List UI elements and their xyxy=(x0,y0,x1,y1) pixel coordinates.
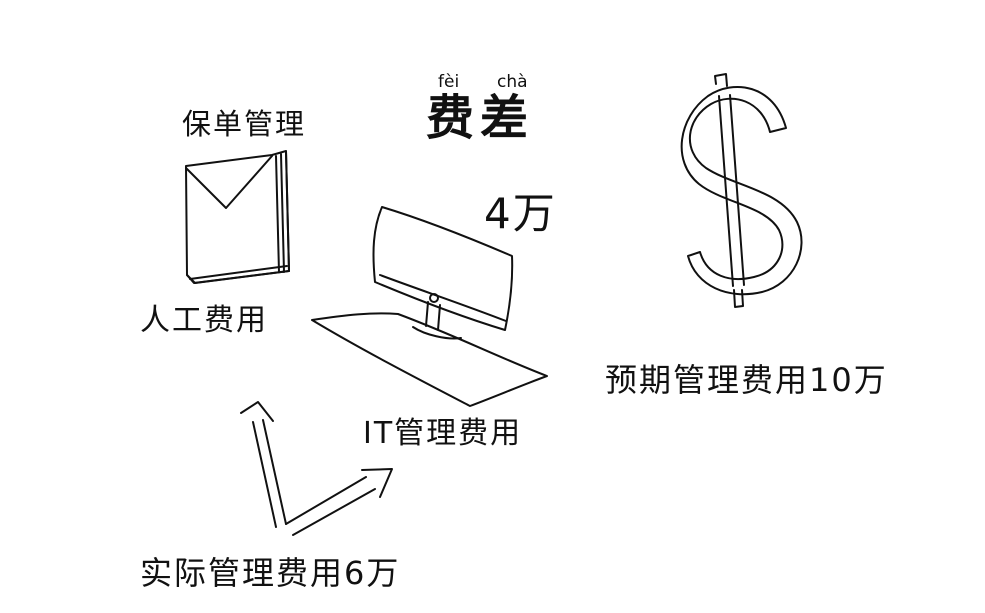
pinyin-fei: fèi xyxy=(438,72,460,92)
actual-management-cost-label: 实际管理费用6万 xyxy=(140,554,401,592)
expected-management-cost-label: 预期管理费用10万 xyxy=(605,361,888,399)
dollar-sign-icon xyxy=(680,73,803,308)
arrow-icon xyxy=(240,401,393,536)
policy-management-label: 保单管理 xyxy=(182,107,307,141)
labor-cost-label: 人工费用 xyxy=(140,303,268,338)
diagram-title: 费差 xyxy=(426,90,535,146)
difference-amount-label: 4万 xyxy=(484,189,557,238)
pinyin-cha: chà xyxy=(497,72,528,92)
document-stack-icon xyxy=(185,150,290,284)
it-management-cost-label: IT管理费用 xyxy=(363,416,523,451)
computer-monitor-icon xyxy=(311,206,548,407)
